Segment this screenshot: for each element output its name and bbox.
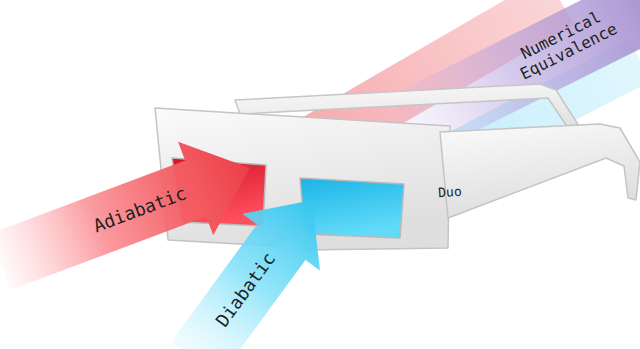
blue-lens: [300, 178, 404, 238]
arrow-band: Diabatic: [140, 170, 340, 349]
near-temple-arm: [440, 124, 640, 218]
node-outline: [140, 170, 340, 349]
arrow-shape: [156, 172, 350, 349]
